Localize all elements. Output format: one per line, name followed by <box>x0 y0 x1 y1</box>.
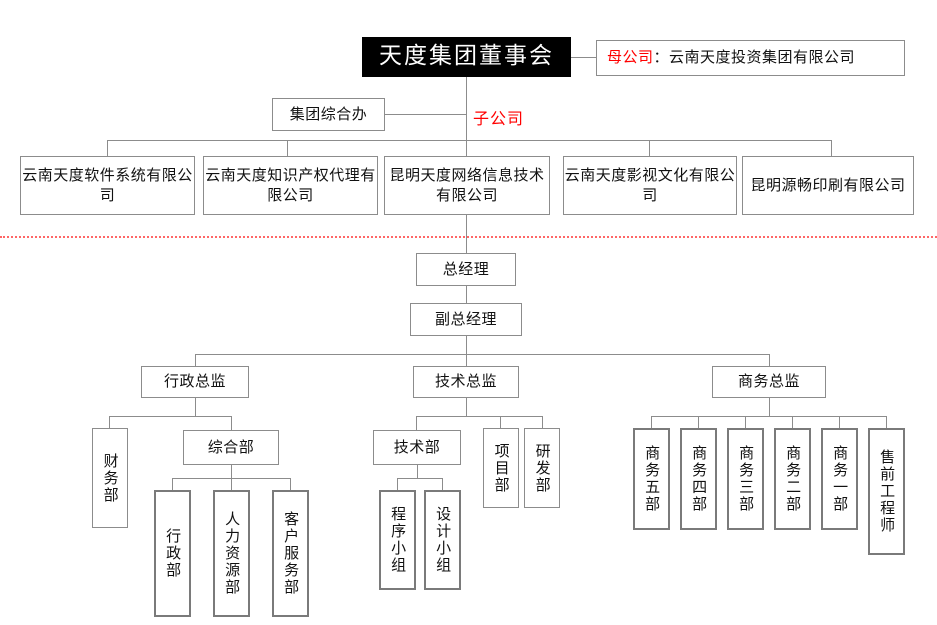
subsidiary-tag-label: 子公司 <box>473 109 525 128</box>
connector-drop-sub-5 <box>831 140 832 156</box>
connector-drop-biz-1 <box>839 416 840 428</box>
connector-business-bus <box>651 416 886 417</box>
general-manager-node[interactable]: 总经理 <box>416 253 516 286</box>
connector-tech-dept-trunk <box>417 465 418 478</box>
connector-gm-to-deputy <box>466 286 467 303</box>
connector-admin-bus <box>109 416 231 417</box>
dept-node-business-1[interactable]: 商务一部 <box>821 428 858 530</box>
parent-company-tag: 母公司 <box>607 48 654 67</box>
connector-drop-sub-1 <box>107 140 108 156</box>
dept-node-technology[interactable]: 技术部 <box>373 430 461 465</box>
connector-drop-finance <box>109 416 110 428</box>
connector-tech-dept-bus <box>397 478 442 479</box>
connector-board-trunk <box>466 77 467 140</box>
connector-drop-sub-4 <box>649 140 650 156</box>
dept-node-general-affairs[interactable]: 综合部 <box>183 430 279 465</box>
dept-node-customer-service[interactable]: 客户服务部 <box>272 490 309 617</box>
connector-group-office-to-trunk <box>385 114 466 115</box>
board-of-directors-node[interactable]: 天度集团董事会 <box>362 37 571 77</box>
team-node-programming[interactable]: 程序小组 <box>379 490 416 590</box>
connector-deputy-trunk <box>466 336 467 354</box>
connector-drop-ga-2 <box>231 478 232 490</box>
connector-drop-ga-1 <box>172 478 173 490</box>
connector-admin-trunk <box>195 398 196 416</box>
dept-node-finance[interactable]: 财务部 <box>92 428 128 528</box>
connector-drop-sub-3 <box>466 140 467 156</box>
parent-company-node: 母公司：云南天度投资集团有限公司 <box>596 40 905 76</box>
connector-drop-biz-4 <box>698 416 699 428</box>
team-node-design[interactable]: 设计小组 <box>424 490 461 590</box>
connector-drop-biz-3 <box>745 416 746 428</box>
connector-drop-tech-dept <box>416 416 417 430</box>
connector-to-general-manager <box>466 215 467 253</box>
dept-node-business-4[interactable]: 商务四部 <box>680 428 717 530</box>
dept-node-project[interactable]: 项目部 <box>483 428 519 508</box>
connector-drop-design-team <box>442 478 443 490</box>
connector-business-trunk <box>769 398 770 416</box>
dept-node-business-2[interactable]: 商务二部 <box>774 428 811 530</box>
section-divider <box>0 236 937 238</box>
parent-company-name: 云南天度投资集团有限公司 <box>669 48 856 67</box>
connector-tech-trunk <box>466 398 467 416</box>
connector-drop-rnd-dept <box>542 416 543 428</box>
subsidiary-node-4[interactable]: 云南天度影视文化有限公司 <box>563 156 737 215</box>
connector-tech-bus <box>416 416 542 417</box>
connector-drop-director-2 <box>466 354 467 366</box>
connector-drop-ga-3 <box>290 478 291 490</box>
connector-subsidiary-bus <box>107 140 831 141</box>
dept-node-rnd[interactable]: 研发部 <box>524 428 560 508</box>
connector-board-to-parent-company <box>571 57 596 58</box>
director-node-business[interactable]: 商务总监 <box>712 366 826 398</box>
connector-ga-trunk <box>231 465 232 478</box>
subsidiary-node-1[interactable]: 云南天度软件系统有限公司 <box>20 156 195 215</box>
dept-node-business-3[interactable]: 商务三部 <box>727 428 764 530</box>
director-node-technical[interactable]: 技术总监 <box>413 366 519 398</box>
connector-drop-biz-2 <box>792 416 793 428</box>
connector-drop-biz-5 <box>651 416 652 428</box>
subsidiary-node-2[interactable]: 云南天度知识产权代理有限公司 <box>203 156 378 215</box>
connector-drop-presales <box>886 416 887 428</box>
director-node-administrative[interactable]: 行政总监 <box>141 366 249 398</box>
dept-node-business-5[interactable]: 商务五部 <box>633 428 670 530</box>
deputy-general-manager-node[interactable]: 副总经理 <box>410 303 522 336</box>
connector-director-bus <box>195 354 770 355</box>
parent-company-separator: ： <box>653 48 670 67</box>
connector-drop-general-affairs <box>231 416 232 430</box>
connector-drop-project-dept <box>500 416 501 428</box>
group-office-node[interactable]: 集团综合办 <box>272 98 385 131</box>
connector-drop-director-3 <box>769 354 770 366</box>
connector-drop-director-1 <box>195 354 196 366</box>
connector-drop-sub-2 <box>287 140 288 156</box>
subsidiary-node-3[interactable]: 昆明天度网络信息技术有限公司 <box>384 156 550 215</box>
dept-node-presales-engineer[interactable]: 售前工程师 <box>868 428 905 555</box>
subsidiary-node-5[interactable]: 昆明源畅印刷有限公司 <box>742 156 914 215</box>
dept-node-human-resources[interactable]: 人力资源部 <box>213 490 250 617</box>
connector-drop-program-team <box>397 478 398 490</box>
dept-node-administration[interactable]: 行政部 <box>154 490 191 617</box>
